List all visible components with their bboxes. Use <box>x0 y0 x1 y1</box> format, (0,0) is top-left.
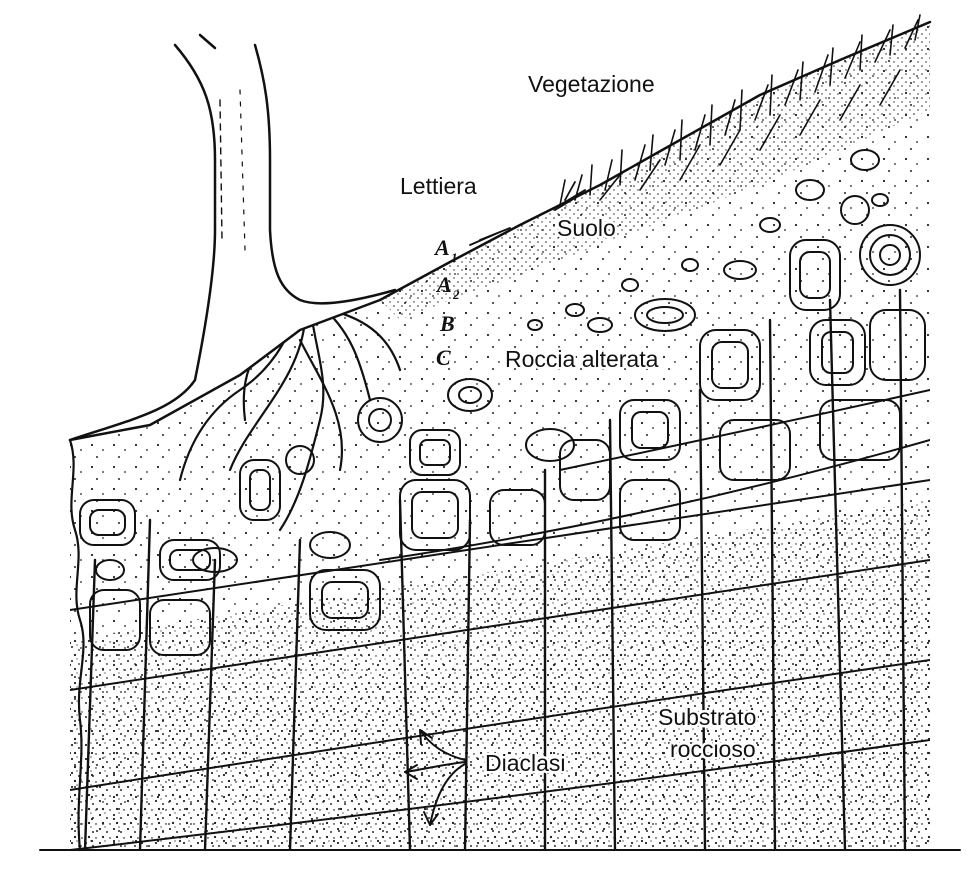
joint-lines <box>83 288 907 850</box>
label-weathered-rock: Roccia alterata <box>505 346 659 372</box>
horizon-a1-subscript: 1 <box>451 250 458 265</box>
horizon-c: C <box>436 345 451 370</box>
vegetation <box>559 14 921 206</box>
tree-trunk <box>68 33 397 442</box>
bedrock-layer-dense <box>70 610 930 850</box>
label-joints: Diaclasi <box>485 750 566 776</box>
label-soil: Suolo <box>557 215 616 241</box>
ground-surface-line <box>68 20 932 442</box>
profile-left-edge <box>68 438 85 852</box>
label-bedrock-line2: roccioso <box>670 736 756 762</box>
label-vegetation: Vegetazione <box>528 71 655 97</box>
litter-layer <box>469 181 586 246</box>
horizon-markers: A 1 A 2 B C <box>433 235 460 370</box>
weathering-nodules <box>95 149 921 581</box>
label-bedrock-line1: Substrato <box>658 704 756 730</box>
weathered-blocks <box>79 239 926 656</box>
joints-arrows <box>404 729 466 826</box>
horizon-a2-subscript: 2 <box>452 287 460 302</box>
horizon-a2: A <box>435 272 452 297</box>
horizon-a1: A <box>433 235 450 260</box>
horizon-b: B <box>439 311 455 336</box>
a-horizon-band <box>380 22 930 320</box>
label-litter: Lettiera <box>400 173 477 199</box>
